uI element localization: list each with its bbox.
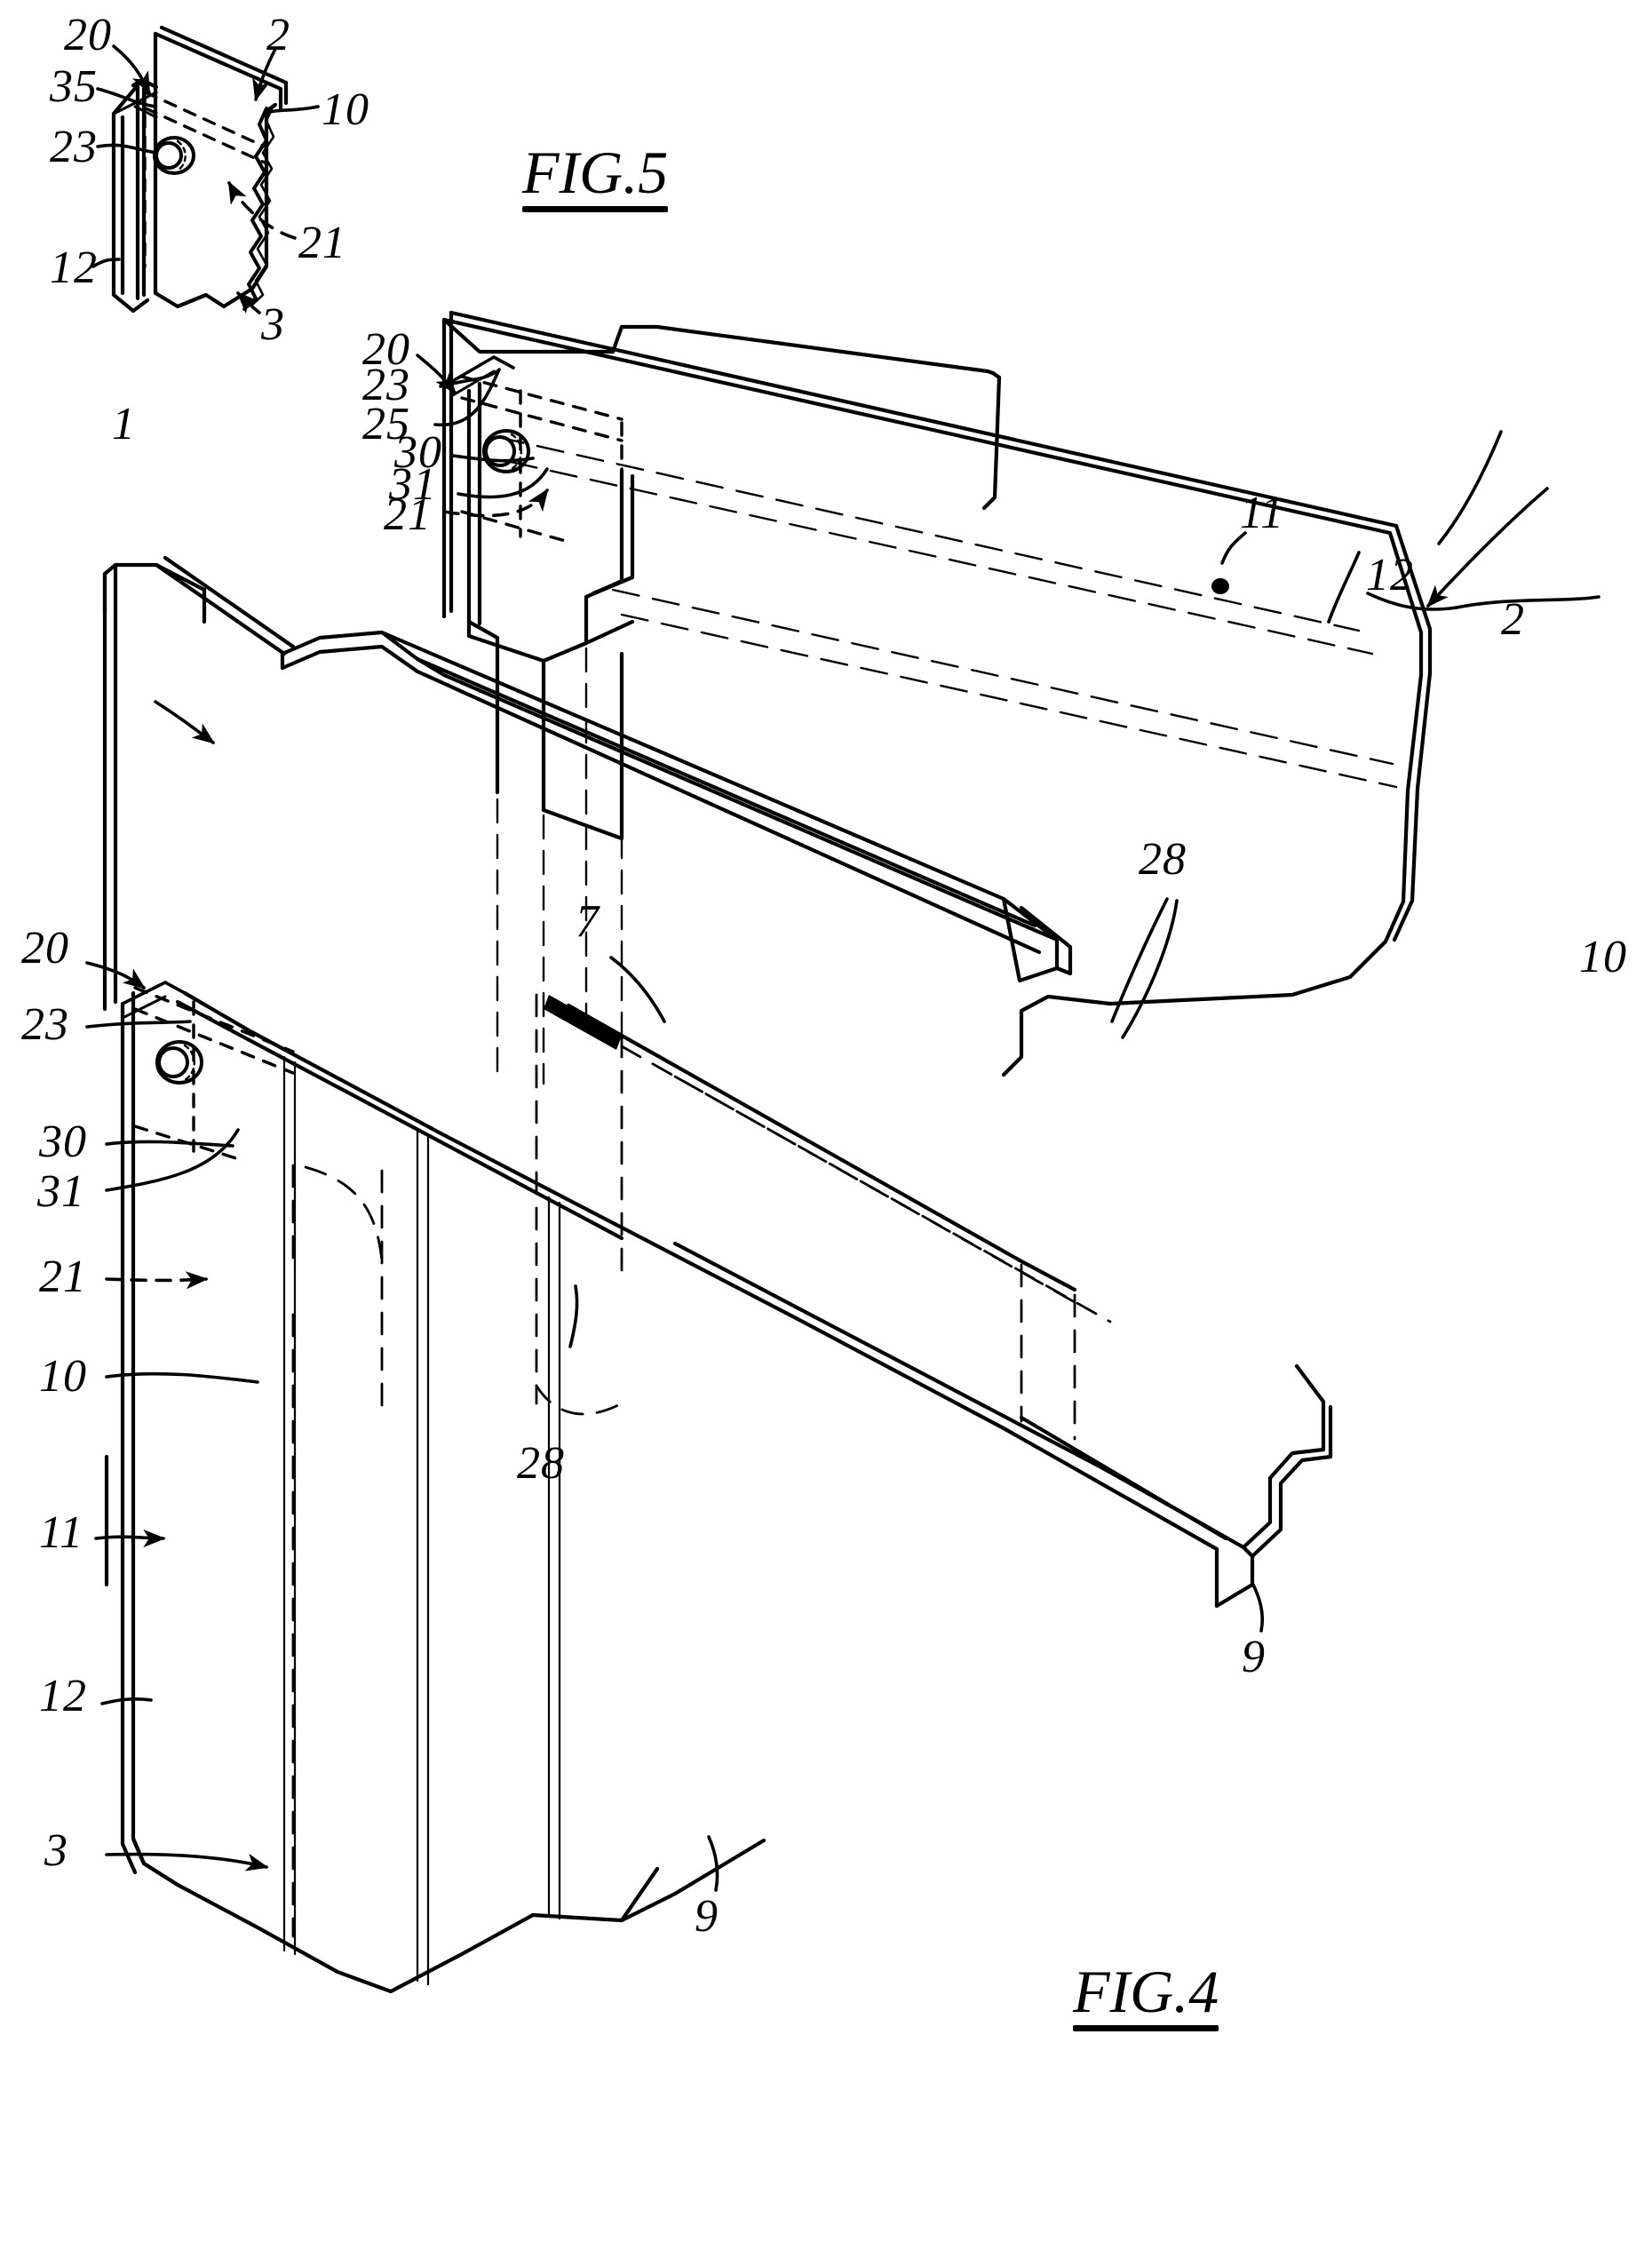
figure-caption-fig4-text: FIG.4 — [1073, 1958, 1219, 2025]
ref-numeral-12-fig5: 12 — [50, 242, 98, 293]
ref-numeral-1-fig4: 1 — [112, 399, 136, 449]
figure-caption-fig4: FIG.4 — [1073, 1961, 1219, 2037]
ref-numeral-25-fig4-upper: 25 — [362, 399, 410, 449]
ref-numeral-9-fig4-bottom: 9 — [695, 1891, 719, 1942]
ref-numeral-31-fig4-left: 31 — [37, 1166, 85, 1217]
figure-caption-fig5-text: FIG.5 — [522, 139, 669, 206]
ref-numeral-2-fig4-right: 2 — [1501, 594, 1525, 645]
ref-numeral-35-fig5: 35 — [50, 61, 98, 112]
ref-numeral-23-fig5: 23 — [50, 122, 98, 172]
ref-numeral-30-fig4-left: 30 — [39, 1117, 87, 1167]
ref-numeral-28-fig4-upper: 28 — [1139, 834, 1187, 885]
ref-numeral-11-fig4-right: 11 — [1240, 488, 1285, 538]
ref-numeral-20-fig5: 20 — [64, 10, 112, 60]
ref-numeral-12-fig4-right: 12 — [1366, 550, 1414, 600]
ref-numeral-10-fig4-left: 10 — [39, 1351, 87, 1402]
ref-numeral-9-fig4-right: 9 — [1242, 1632, 1266, 1682]
ref-numeral-20-fig4-upper: 20 — [362, 324, 410, 375]
ref-numeral-23-fig4-left: 23 — [21, 999, 69, 1050]
ref-numeral-20-fig4-left: 20 — [21, 923, 69, 974]
ref-numeral-10-fig4-right: 10 — [1579, 932, 1627, 982]
ref-numeral-21-fig4-upper: 21 — [384, 489, 432, 540]
ref-numeral-21-fig4-left: 21 — [39, 1252, 87, 1302]
ref-numeral-3-fig5: 3 — [261, 299, 285, 350]
fig4-rail-assembly — [85, 310, 1600, 1994]
ref-numeral-21-fig5: 21 — [298, 218, 346, 268]
figure-caption-fig5: FIG.5 — [522, 139, 669, 218]
ref-numeral-12-fig4-left: 12 — [39, 1671, 87, 1721]
ref-numeral-2-fig5: 2 — [266, 10, 290, 60]
ref-numeral-28-fig4-lower: 28 — [517, 1438, 565, 1489]
ref-numeral-30-fig4-upper: 30 — [394, 427, 442, 478]
figure-caption-fig5-underline — [522, 206, 669, 212]
ref-numeral-23-fig4-upper: 23 — [362, 360, 410, 410]
fig5-bracket-detail — [91, 25, 320, 314]
ref-numeral-11-fig4-left: 11 — [39, 1507, 84, 1558]
ref-numeral-10-fig5: 10 — [322, 84, 369, 135]
ref-numeral-31-fig4-upper: 31 — [389, 459, 437, 510]
ref-numeral-3-fig4-left: 3 — [44, 1825, 68, 1876]
ref-numeral-7-fig4: 7 — [576, 896, 600, 947]
figure-caption-fig4-underline — [1073, 2025, 1219, 2031]
